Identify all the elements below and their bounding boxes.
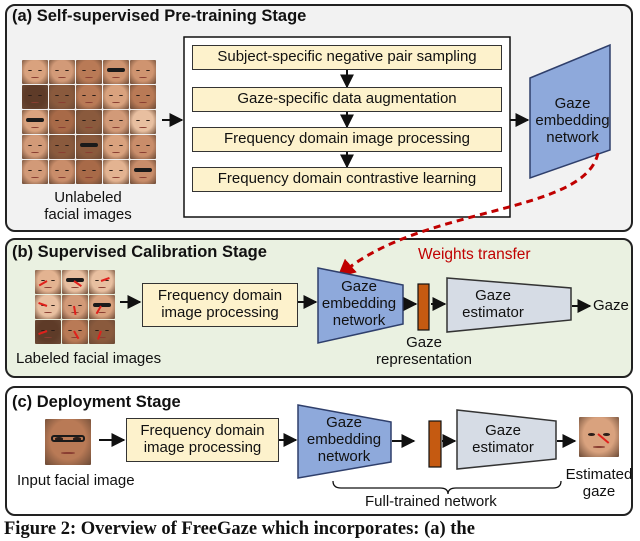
stage-b-output-label: Gaze xyxy=(593,297,629,314)
face-thumbnail xyxy=(76,110,102,134)
face-thumbnail xyxy=(49,110,75,134)
face-thumbnail xyxy=(89,270,115,294)
stage-c-input-label: Input facial image xyxy=(17,472,135,489)
face-thumbnail xyxy=(62,295,88,319)
face-thumbnail xyxy=(130,85,156,109)
stage-b-representation-label: Gaze representation xyxy=(370,334,478,369)
face-thumbnail xyxy=(130,160,156,184)
stage-b-network-label: Gaze embedding network xyxy=(316,279,402,329)
labeled-face-grid xyxy=(35,270,115,344)
face-thumbnail xyxy=(22,110,48,134)
unlabeled-face-grid xyxy=(22,60,156,184)
face-thumbnail xyxy=(103,160,129,184)
face-thumbnail xyxy=(22,160,48,184)
stage-c-output-label: Estimated gaze xyxy=(562,466,636,501)
face-thumbnail xyxy=(22,135,48,159)
face-thumbnail xyxy=(35,270,61,294)
face-thumbnail xyxy=(103,135,129,159)
stage-c-input-face xyxy=(45,419,91,465)
stage-a-network-label: Gaze embedding network xyxy=(525,96,620,146)
face-thumbnail xyxy=(130,110,156,134)
stage-b-input-label: Labeled facial images xyxy=(16,350,161,367)
stage-c-network-label: Gaze embedding network xyxy=(298,415,390,465)
face-thumbnail xyxy=(49,60,75,84)
stage-c-processing-box: Frequency domain image processing xyxy=(126,418,279,462)
stage-c-brace-label: Full-trained network xyxy=(365,493,497,510)
figure-caption: Figure 2: Overview of FreeGaze which inc… xyxy=(4,519,475,540)
stage-c-estimator-label: Gaze estimator xyxy=(462,423,544,457)
stage-c-representation-shape xyxy=(429,421,441,467)
face-thumbnail xyxy=(45,419,91,465)
face-thumbnail xyxy=(49,85,75,109)
face-thumbnail xyxy=(49,160,75,184)
face-thumbnail xyxy=(76,85,102,109)
step-negative-pair-sampling: Subject-specific negative pair sampling xyxy=(192,45,502,70)
face-thumbnail xyxy=(22,85,48,109)
face-thumbnail xyxy=(103,85,129,109)
face-thumbnail xyxy=(103,110,129,134)
face-thumbnail xyxy=(76,160,102,184)
weights-transfer-label: Weights transfer xyxy=(418,246,531,264)
face-thumbnail xyxy=(62,320,88,344)
face-thumbnail xyxy=(22,60,48,84)
face-thumbnail xyxy=(76,135,102,159)
face-thumbnail xyxy=(76,60,102,84)
face-thumbnail xyxy=(130,60,156,84)
face-thumbnail xyxy=(89,295,115,319)
face-thumbnail xyxy=(103,60,129,84)
face-thumbnail xyxy=(89,320,115,344)
face-thumbnail xyxy=(130,135,156,159)
step-frequency-contrastive: Frequency domain contrastive learning xyxy=(192,167,502,192)
step-frequency-processing: Frequency domain image processing xyxy=(192,127,502,152)
face-thumbnail xyxy=(49,135,75,159)
stage-c-output-face xyxy=(579,417,619,457)
stage-b-processing-box: Frequency domain image processing xyxy=(142,283,298,327)
stage-b-estimator-label: Gaze estimator xyxy=(452,288,534,322)
step-gaze-augmentation: Gaze-specific data augmentation xyxy=(192,87,502,112)
stage-a-input-label: Unlabeled facial images xyxy=(18,189,158,224)
face-thumbnail xyxy=(62,270,88,294)
stage-b-representation-shape xyxy=(418,284,429,330)
face-thumbnail xyxy=(35,320,61,344)
face-thumbnail xyxy=(579,417,619,457)
face-thumbnail xyxy=(35,295,61,319)
